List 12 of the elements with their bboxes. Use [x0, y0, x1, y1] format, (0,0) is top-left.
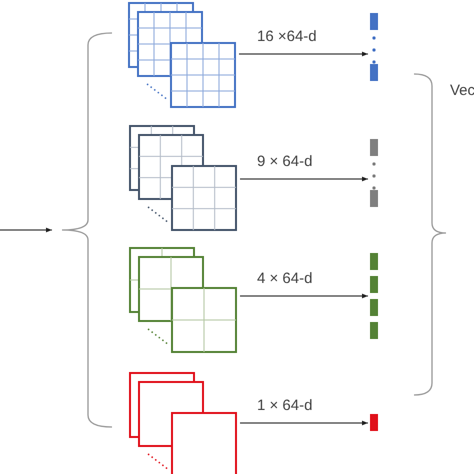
arrow [238, 52, 368, 56]
feature-vector [370, 139, 378, 208]
feature-map-stack-drawing [128, 2, 237, 109]
arrow [240, 294, 368, 298]
feature-map-stack-drawing [129, 125, 238, 232]
feature-vector [370, 414, 378, 432]
arrow [240, 176, 368, 182]
feature-map-stack-drawing [129, 247, 238, 354]
feature-vector [370, 253, 378, 340]
arrow [240, 420, 368, 426]
feature-map-stack-drawing [129, 372, 238, 474]
feature-vector [370, 13, 378, 82]
